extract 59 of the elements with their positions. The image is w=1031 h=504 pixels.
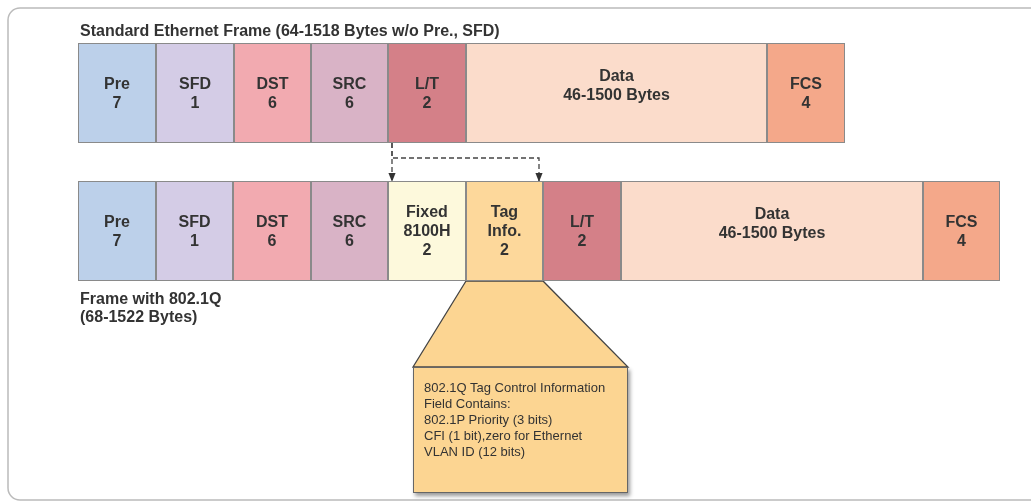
- field-label: DST: [256, 212, 288, 231]
- field-label: 7: [112, 93, 122, 112]
- field-label: SRC: [332, 212, 367, 231]
- field-label: 46-1500 Bytes: [563, 85, 670, 104]
- insertion-arrow: [391, 142, 543, 182]
- field-box: [388, 181, 466, 281]
- field-label: 1: [190, 93, 200, 112]
- field-label: 2: [422, 93, 432, 112]
- field-label: Pre: [104, 212, 130, 231]
- callout-text: 802.1Q Tag Control Information Field Contains:: [424, 380, 607, 412]
- field-box: [466, 181, 543, 281]
- field-label: 2: [577, 231, 587, 250]
- field-box: [156, 43, 234, 143]
- field-label: 4: [801, 93, 811, 112]
- field-label: DST: [256, 74, 289, 93]
- field-label: Data: [754, 204, 790, 223]
- field-label: 6: [345, 231, 354, 250]
- field-box: [388, 43, 466, 143]
- frame-heading: Frame with 802.1Q (68-1522 Bytes): [80, 290, 223, 326]
- callout-text: CFI (1 bit),zero for Ethernet: [424, 428, 584, 444]
- zoom-connector: [411, 280, 630, 368]
- field-label: Tag: [490, 202, 519, 221]
- field-box: [156, 181, 233, 281]
- field-label: Fixed: [406, 202, 448, 221]
- frame-heading: Standard Ethernet Frame (64-1518 Bytes w/o Pre., SFD): [80, 22, 501, 40]
- field-label: 2: [500, 240, 509, 259]
- field-label: 2: [422, 240, 432, 259]
- field-box: [767, 43, 845, 143]
- callout-text: 802.1P Priority (3 bits): [424, 412, 554, 428]
- field-box: [78, 181, 156, 281]
- field-label: 7: [112, 231, 122, 250]
- field-box: [78, 43, 156, 143]
- field-label: 8100H: [403, 221, 451, 240]
- field-box: [543, 181, 621, 281]
- field-label: 46-1500 Bytes: [718, 223, 826, 242]
- field-label: 6: [268, 93, 277, 112]
- field-label: SFD: [178, 212, 211, 231]
- field-label: 6: [345, 93, 354, 112]
- field-label: L/T: [415, 74, 439, 93]
- field-box: [621, 181, 923, 281]
- field-box: [311, 181, 388, 281]
- field-label: 4: [957, 231, 966, 250]
- field-label: FCS: [945, 212, 978, 231]
- field-label: SRC: [332, 74, 367, 93]
- field-label: SFD: [179, 74, 211, 93]
- field-label: 1: [190, 231, 199, 250]
- field-label: Info.: [487, 221, 522, 240]
- field-box: [923, 181, 1000, 281]
- field-label: L/T: [570, 212, 594, 231]
- field-box: [233, 181, 311, 281]
- field-label: FCS: [790, 74, 822, 93]
- callout-box: [413, 367, 628, 493]
- field-label: 6: [267, 231, 277, 250]
- field-box: [466, 43, 767, 143]
- field-box: [234, 43, 311, 143]
- field-label: Pre: [104, 74, 130, 93]
- field-box: [311, 43, 388, 143]
- field-label: Data: [599, 66, 634, 85]
- callout-text: VLAN ID (12 bits): [424, 444, 527, 460]
